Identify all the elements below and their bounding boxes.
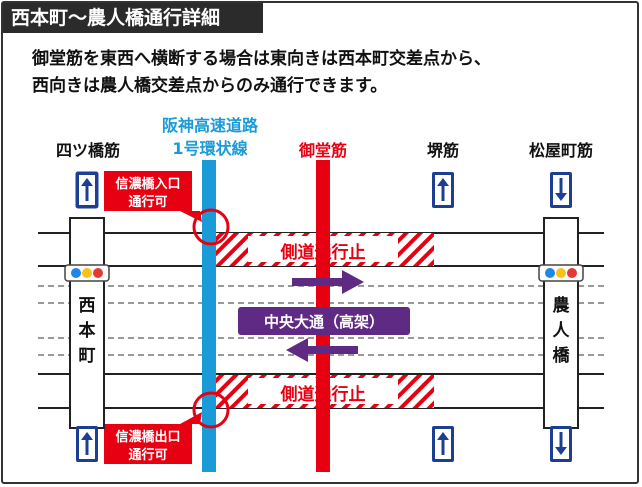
exit-callout-box — [104, 424, 192, 464]
street-label-hanshin-line2: 1号環状線 — [172, 139, 248, 158]
entrance-ramp-circle — [192, 208, 230, 246]
main-road-label: 中央大通（高架） — [263, 313, 385, 331]
sign-yotsubashi-top-up-arrow-icon — [75, 171, 99, 209]
eastbound-arrow-icon — [292, 270, 364, 294]
west-intersection-pillar — [69, 217, 105, 429]
entrance-callout-pointer — [180, 211, 202, 222]
street-label-hanshin-line1: 阪神高速道路 — [161, 116, 259, 135]
sign-sakaisuji-bottom-up-arrow-icon — [432, 426, 454, 462]
lower-closure-label: 側道通行止 — [280, 385, 366, 405]
sign-yotsubashi-bottom-up-arrow-icon — [76, 426, 98, 462]
sign-matsuyamachi-bottom-down-arrow-icon — [550, 426, 572, 462]
west-traffic-light-icon — [64, 264, 110, 282]
west-intersection-char-2: 本 — [78, 321, 96, 341]
entrance-callout-box — [104, 171, 192, 211]
east-intersection-char-3: 橋 — [552, 346, 570, 366]
entrance-callout-line-2: 通行可 — [128, 195, 168, 210]
description-line-1: 御堂筋を東西へ横断する場合は東向きは西本町交差点から、 — [32, 49, 491, 69]
main-road-band — [238, 307, 410, 335]
east-intersection-char-2: 人 — [552, 321, 570, 341]
exit-callout-line-2: 通行可 — [128, 448, 168, 463]
west-intersection-char-1: 西 — [78, 296, 96, 316]
upper-closure-label: 側道通行止 — [280, 243, 366, 263]
east-intersection-char-1: 農 — [552, 296, 570, 316]
street-label-sakaisuji: 堺筋 — [426, 141, 460, 160]
east-traffic-light-icon — [538, 264, 584, 282]
street-label-midosuji: 御堂筋 — [298, 141, 348, 160]
exit-callout-pointer — [180, 412, 202, 424]
street-label-yotsubashi: 四ツ橋筋 — [55, 141, 121, 160]
description-line-2: 西向きは農人橋交差点からのみ通行できます。 — [32, 76, 388, 96]
exit-ramp-circle — [192, 391, 230, 429]
page-title: 西本町～農人橋通行詳細 — [3, 3, 263, 33]
sign-matsuyamachi-top-down-arrow-icon — [550, 172, 572, 208]
exit-callout-line-1: 信濃橋出口 — [115, 430, 181, 445]
sign-sakaisuji-top-up-arrow-icon — [432, 172, 454, 208]
street-label-matsuyamachi: 松屋町筋 — [528, 141, 594, 160]
entrance-callout-line-1: 信濃橋入口 — [115, 177, 181, 192]
west-intersection-char-3: 町 — [78, 346, 96, 366]
westbound-arrow-icon — [286, 338, 358, 362]
